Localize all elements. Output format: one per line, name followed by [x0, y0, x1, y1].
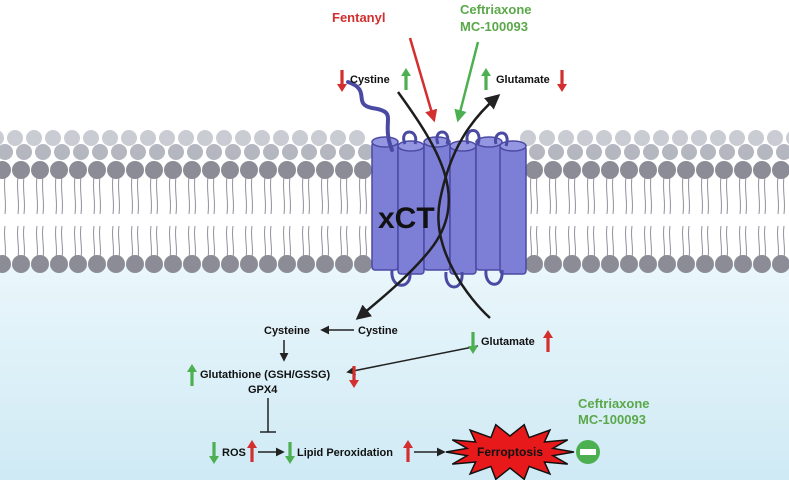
- gpx4-label: GPX4: [248, 384, 278, 396]
- arrow-down-icon: [337, 70, 347, 92]
- n-terminal-tail: [346, 80, 394, 152]
- cytoplasm-region: [0, 265, 789, 480]
- arrow-down-icon: [285, 442, 295, 464]
- arrow-up-icon: [543, 330, 553, 352]
- arrow-down-icon: [557, 70, 567, 92]
- arrow-up-icon: [481, 68, 491, 90]
- inhibition-icon: [576, 440, 600, 464]
- arrow-down-icon: [468, 332, 478, 354]
- cystine-out-label: Cystine: [350, 74, 390, 86]
- ceftriaxone-top-label: Ceftriaxone: [460, 2, 532, 17]
- arrow-down-icon: [209, 442, 219, 464]
- glutamate-in-label: Glutamate: [481, 336, 535, 348]
- xct-label: xCT: [378, 202, 435, 235]
- lipid-peroxidation-label: Lipid Peroxidation: [297, 447, 393, 459]
- glutamate-to-glutathione-arrow: [346, 345, 479, 376]
- xct-transporter: xCT: [346, 80, 527, 289]
- ferroptosis-burst: Ferroptosis: [445, 423, 575, 480]
- cystine-in-label: Cystine: [358, 325, 398, 337]
- ros-label: ROS: [222, 447, 246, 459]
- arrow-down-icon: [349, 366, 359, 388]
- starburst-icon: [445, 423, 575, 480]
- gpx4-inhibits-ros: [260, 398, 276, 433]
- fentanyl-arrow: [408, 37, 438, 123]
- ferroptosis-label: Ferroptosis: [477, 445, 543, 459]
- glutathione-label: Glutathione (GSH/GSSG): [200, 369, 331, 381]
- mc100093-bottom-label: MC-100093: [578, 412, 646, 427]
- mc100093-top-label: MC-100093: [460, 19, 528, 34]
- cysteine-label: Cysteine: [264, 325, 310, 337]
- glutamate-out-label: Glutamate: [496, 74, 550, 86]
- ceftriaxone-arrow: [454, 41, 480, 123]
- arrow-up-icon: [403, 440, 413, 462]
- lipid-bilayer: [0, 130, 789, 273]
- arrow-up-icon: [401, 68, 411, 90]
- arrow-up-icon: [247, 440, 257, 462]
- fentanyl-label: Fentanyl: [332, 10, 385, 25]
- cystine-import-arrow: [355, 91, 450, 320]
- glutamate-export-arrow: [437, 94, 501, 319]
- arrow-up-icon: [187, 364, 197, 386]
- ceftriaxone-bottom-label: Ceftriaxone: [578, 396, 650, 411]
